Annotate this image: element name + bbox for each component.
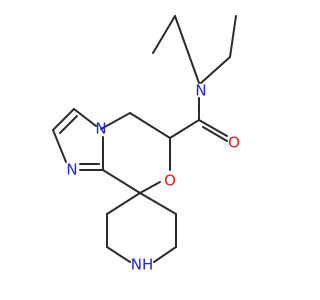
bond-ethyl1-ch3 [152,15,176,54]
atom-label-bridgehead-n: N [95,120,106,138]
bond-left-nh [106,246,131,263]
atom-label-carbonyl-o: O [228,134,240,152]
bond-c5-c6 [129,112,171,139]
atom-label-ring-o: O [164,172,176,190]
bond-nh-right [153,246,177,263]
bond-right-spiro [139,192,177,215]
bond-amide-c-o-2 [202,126,228,142]
bond-c3-c2-2 [59,115,78,134]
atom-labels: N O O N N NH [66,82,240,274]
bond-spiro-c8a [102,169,141,194]
atom-label-piperidine-nh: NH [131,256,154,274]
bond-ethyl2-ch2 [200,56,231,84]
bond-c2-n1 [52,129,67,163]
bond-amide-c-o-1 [198,119,228,137]
bond-ethyl1-ch2 [174,15,200,84]
bond-c6-amide [169,119,200,139]
bond-n4-c3 [73,108,97,127]
chemical-structure: N O O N N NH [52,15,240,274]
bond-ethyl2-ch3 [229,15,237,58]
atom-label-imine-n: N [66,161,77,179]
bond-o-spiro [139,181,161,194]
bond-n4-c5 [100,112,131,130]
bond-c3-c2-1 [52,108,75,131]
bond-spiro-left [106,192,141,215]
bonds [52,15,237,263]
atom-label-amide-n: N [195,82,206,100]
